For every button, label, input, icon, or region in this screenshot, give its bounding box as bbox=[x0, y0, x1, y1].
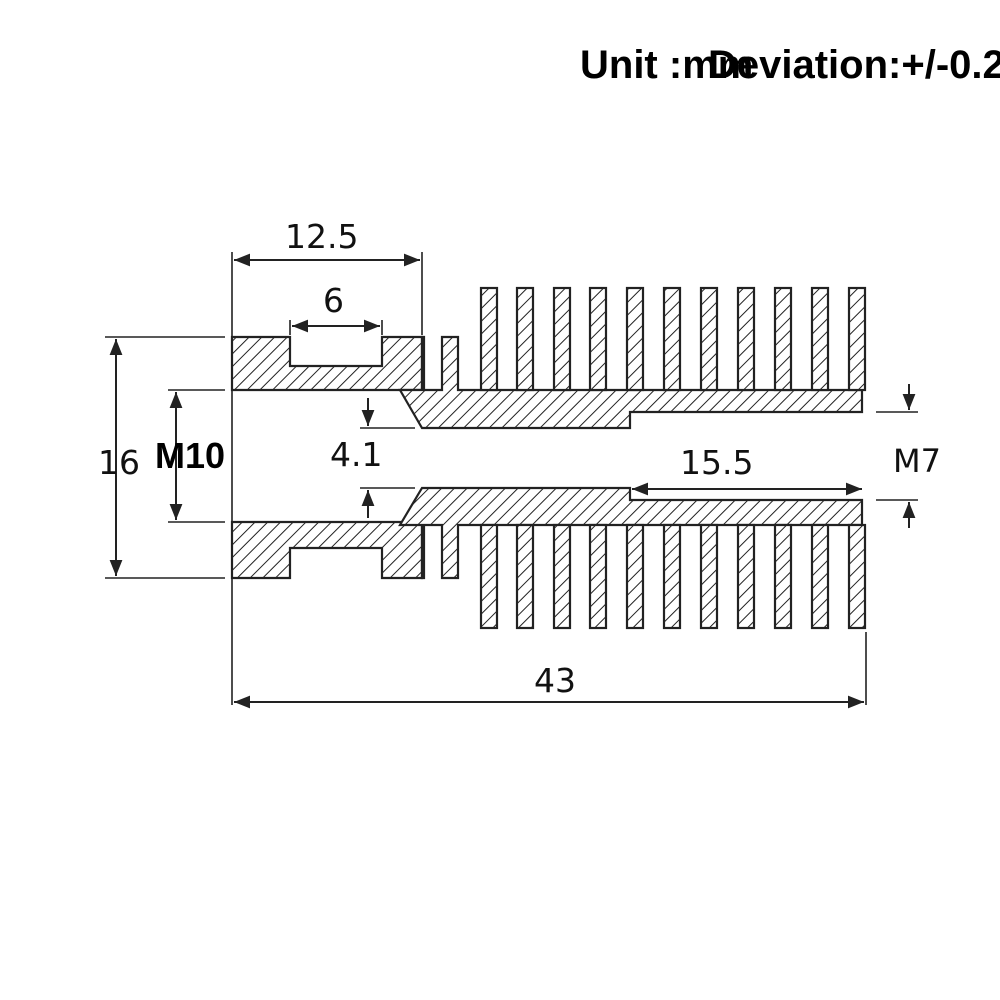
left-block-upper bbox=[230, 335, 424, 392]
fins-upper bbox=[479, 286, 867, 392]
thread-m7: M7 bbox=[893, 442, 941, 480]
body-lower bbox=[398, 486, 864, 580]
fin-upper bbox=[847, 286, 867, 392]
fin-upper bbox=[515, 286, 535, 392]
fin-lower bbox=[810, 523, 830, 630]
dim-16: 16 bbox=[98, 443, 140, 482]
unit-label: Unit :mm bbox=[580, 43, 753, 87]
fin-lower bbox=[515, 523, 535, 630]
fin-lower bbox=[625, 523, 645, 630]
fin-lower bbox=[699, 523, 719, 630]
fin-lower bbox=[847, 523, 867, 630]
fin-lower bbox=[662, 523, 682, 630]
left-block-lower bbox=[230, 520, 424, 580]
fin-upper bbox=[699, 286, 719, 392]
fin-lower bbox=[552, 523, 572, 630]
thread-m10: M10 bbox=[155, 435, 225, 476]
dim-6: 6 bbox=[323, 281, 344, 320]
fin-upper bbox=[552, 286, 572, 392]
deviation-label: Deviation:+/-0.2mm bbox=[708, 43, 1000, 87]
dim-15-5: 15.5 bbox=[680, 443, 753, 482]
extension-lines bbox=[105, 252, 918, 705]
fins-lower bbox=[479, 523, 867, 630]
fin-lower bbox=[773, 523, 793, 630]
fin-upper bbox=[736, 286, 756, 392]
fin-upper bbox=[479, 286, 499, 392]
fin-upper bbox=[625, 286, 645, 392]
fin-upper bbox=[588, 286, 608, 392]
dim-12-5: 12.5 bbox=[285, 217, 358, 256]
dim-43: 43 bbox=[534, 661, 576, 700]
fin-upper bbox=[773, 286, 793, 392]
fin-upper bbox=[810, 286, 830, 392]
fin-lower bbox=[479, 523, 499, 630]
fin-lower bbox=[736, 523, 756, 630]
fin-upper bbox=[662, 286, 682, 392]
fin-lower bbox=[588, 523, 608, 630]
dim-4-1: 4.1 bbox=[330, 435, 382, 474]
body-upper bbox=[398, 335, 864, 430]
